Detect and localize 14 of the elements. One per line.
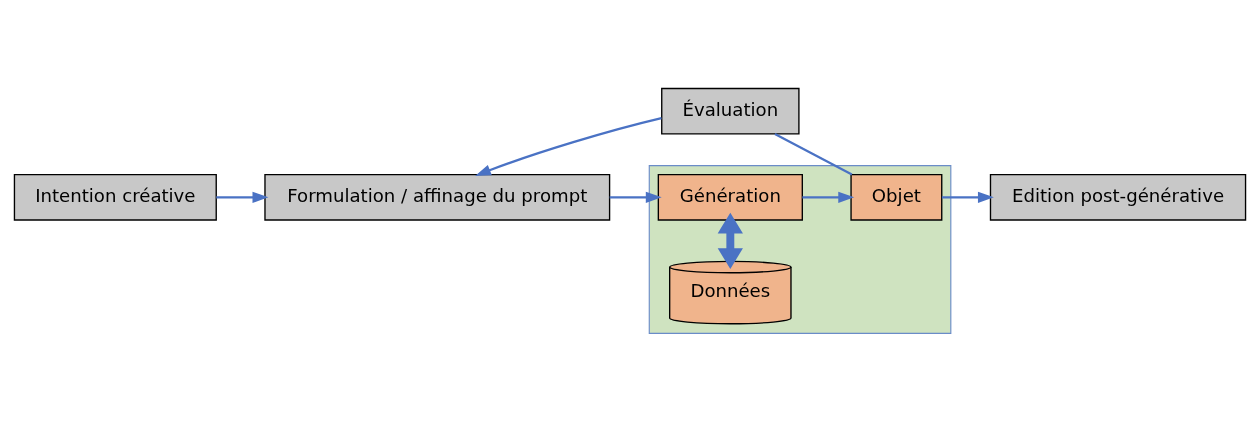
arrow bbox=[802, 191, 855, 203]
arrow bbox=[216, 191, 269, 203]
node-box: Génération bbox=[657, 173, 803, 221]
node-box: Évaluation bbox=[661, 87, 800, 135]
node-box: Edition post-générative bbox=[989, 173, 1247, 221]
arrow bbox=[609, 191, 662, 203]
cluster bbox=[648, 164, 952, 334]
node-box: Objet bbox=[850, 173, 943, 221]
arrow bbox=[475, 116, 662, 176]
arrow bbox=[941, 191, 994, 203]
connector bbox=[774, 132, 853, 176]
node-box: Formulation / affinage du prompt bbox=[264, 173, 611, 221]
node-box: Intention créative bbox=[13, 173, 217, 221]
arrow bbox=[717, 212, 743, 269]
